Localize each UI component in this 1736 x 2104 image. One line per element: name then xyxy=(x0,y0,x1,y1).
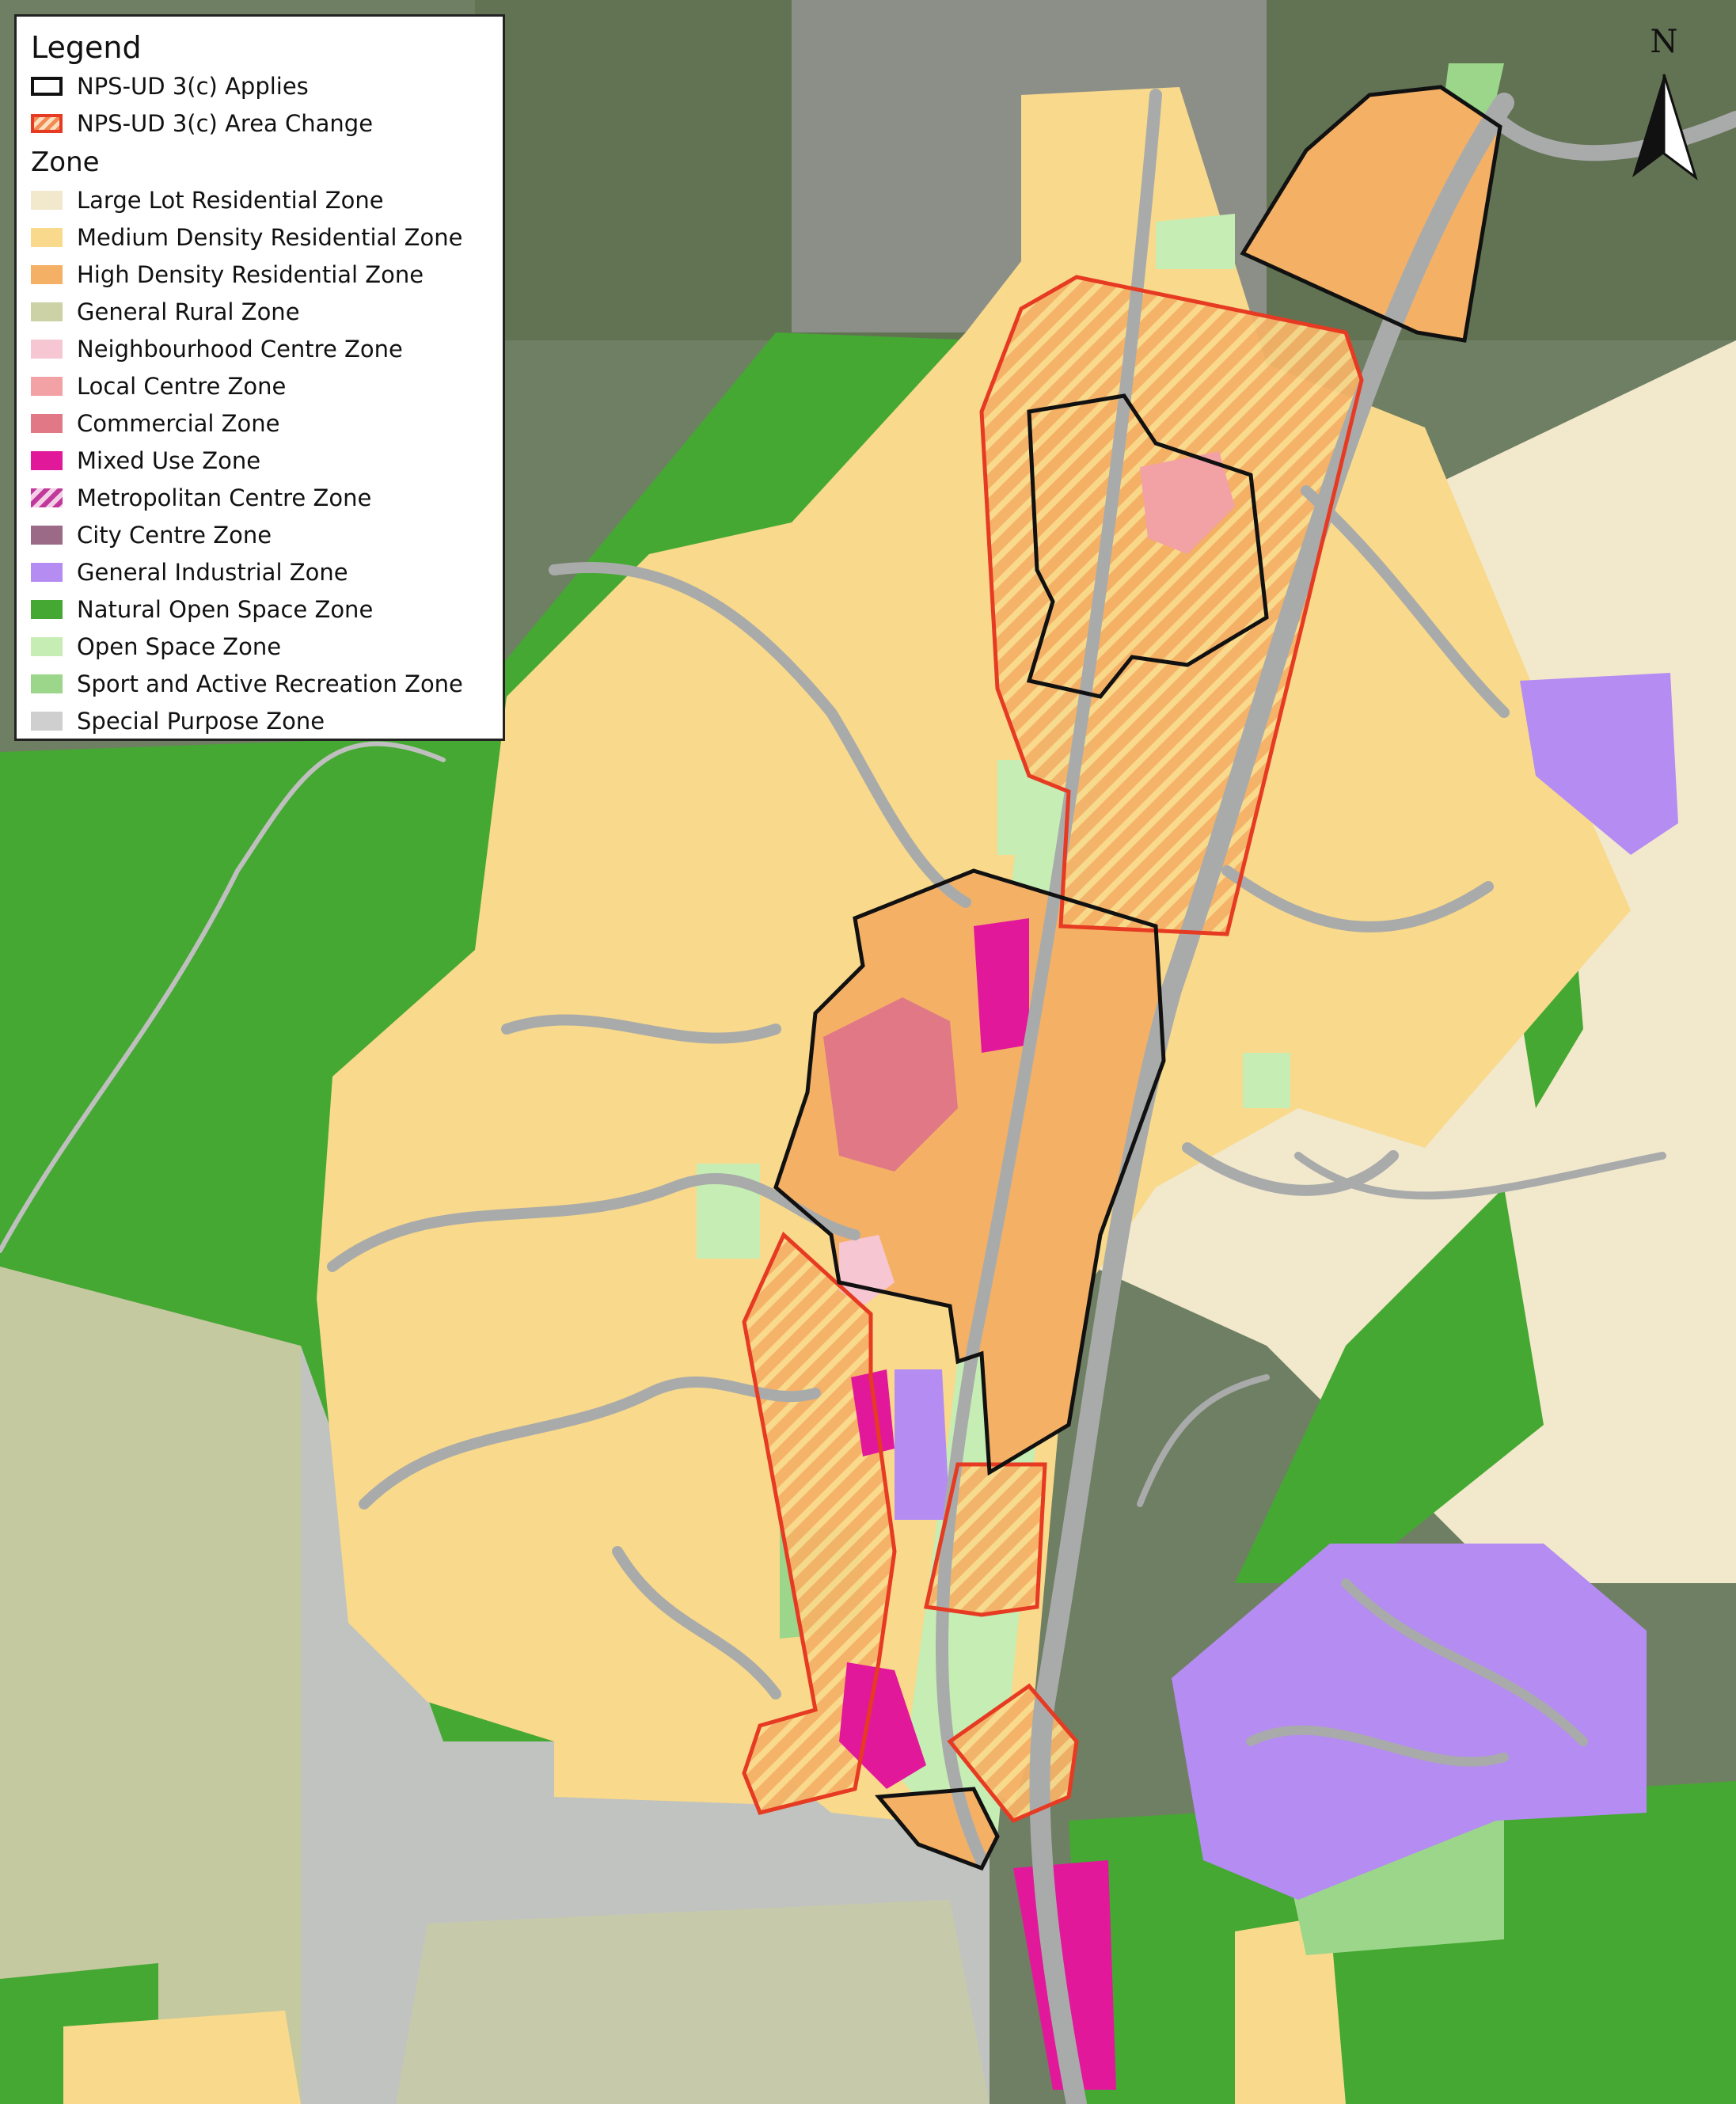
legend-zone-item: Sport and Active Recreation Zone xyxy=(31,665,488,702)
zone-swatch xyxy=(31,339,63,359)
legend-zone-item: High Density Residential Zone xyxy=(31,256,488,293)
legend-zone-label: Natural Open Space Zone xyxy=(77,595,374,623)
general-rural-south xyxy=(396,1900,990,2104)
legend-zone-label: High Density Residential Zone xyxy=(77,260,424,288)
zone-swatch xyxy=(31,488,63,507)
legend-zone-heading: Zone xyxy=(31,146,100,178)
legend-zone-item: General Rural Zone xyxy=(31,293,488,330)
zone-swatch xyxy=(31,711,63,731)
hatch-swatch xyxy=(31,113,63,133)
legend-zone-item: Local Centre Zone xyxy=(31,367,488,404)
zone-swatch xyxy=(31,450,63,470)
legend-zone-label: General Industrial Zone xyxy=(77,558,348,586)
general-rural-southwest xyxy=(0,1267,301,2104)
legend-item-applies: NPS-UD 3(c) Applies xyxy=(31,67,488,104)
zone-swatch xyxy=(31,562,63,582)
applies-outlines xyxy=(773,85,1502,1871)
legend-zone-label: Neighbourhood Centre Zone xyxy=(77,335,403,363)
legend-zone-item: Open Space Zone xyxy=(31,628,488,665)
legend-zone-item: Large Lot Residential Zone xyxy=(31,181,488,218)
general-industrial-east xyxy=(1520,673,1678,855)
legend-zone-item: Neighbourhood Centre Zone xyxy=(31,330,488,367)
general-industrial-centre xyxy=(895,1369,950,1520)
legend-zone-label: General Rural Zone xyxy=(77,298,300,325)
legend-zone-item: Medium Density Residential Zone xyxy=(31,218,488,256)
open-space-5 xyxy=(1243,1053,1290,1108)
legend-zone-label: Special Purpose Zone xyxy=(77,707,325,735)
zone-swatch xyxy=(31,599,63,619)
open-space-north xyxy=(1156,214,1235,269)
local-centre-north xyxy=(1140,451,1235,554)
zone-swatch xyxy=(31,302,63,321)
legend-zone-label: Commercial Zone xyxy=(77,409,280,437)
north-arrow-left-half xyxy=(1632,74,1664,177)
zone-swatch xyxy=(31,264,63,284)
legend-zone-item: General Industrial Zone xyxy=(31,553,488,591)
north-arrow: N xyxy=(1632,24,1698,180)
main-street xyxy=(936,89,1162,1867)
outline-swatch xyxy=(31,76,63,96)
legend-zone-label: Sport and Active Recreation Zone xyxy=(77,670,463,697)
legend-zone-label: City Centre Zone xyxy=(77,521,272,549)
legend-zone-item: Special Purpose Zone xyxy=(31,702,488,739)
map-legend: Legend NPS-UD 3(c) Applies NPS-UD 3(c) A… xyxy=(14,14,505,741)
legend-zone-label: Open Space Zone xyxy=(77,632,282,660)
legend-zone-label: Mixed Use Zone xyxy=(77,446,261,474)
legend-zone-label: Large Lot Residential Zone xyxy=(77,186,384,214)
zone-swatch xyxy=(31,674,63,693)
north-arrow-label: N xyxy=(1651,24,1678,60)
medium-density-sw xyxy=(63,2011,301,2104)
zone-swatch xyxy=(31,525,63,545)
general-industrial-se xyxy=(1172,1544,1647,1900)
legend-item-label: NPS-UD 3(c) Applies xyxy=(77,72,309,100)
legend-zone-list: Large Lot Residential Zone Medium Densit… xyxy=(31,181,488,739)
zone-swatch xyxy=(31,413,63,433)
legend-zone-label: Local Centre Zone xyxy=(77,372,287,400)
legend-zone-item: City Centre Zone xyxy=(31,516,488,553)
legend-zone-item: Natural Open Space Zone xyxy=(31,591,488,628)
legend-zone-label: Metropolitan Centre Zone xyxy=(77,484,372,511)
legend-title: Legend xyxy=(31,30,142,65)
north-arrow-right-half xyxy=(1662,74,1698,180)
mixed-use-2 xyxy=(851,1369,895,1456)
legend-zone-item: Mixed Use Zone xyxy=(31,442,488,479)
zone-swatch xyxy=(31,190,63,210)
commercial-centre xyxy=(823,997,958,1172)
legend-item-label: NPS-UD 3(c) Area Change xyxy=(77,109,374,137)
highway-north-spur xyxy=(1488,111,1736,161)
zone-swatch xyxy=(31,376,63,396)
neighbourhood-centre xyxy=(839,1235,895,1306)
legend-zone-item: Metropolitan Centre Zone xyxy=(31,479,488,516)
zone-swatch xyxy=(31,227,63,247)
legend-item-area-change: NPS-UD 3(c) Area Change xyxy=(31,104,488,142)
area-change-outlines xyxy=(742,275,1364,1824)
medium-density-south xyxy=(1235,1916,1346,2104)
zone-swatch xyxy=(31,636,63,656)
legend-zone-item: Commercial Zone xyxy=(31,404,488,442)
legend-zone-label: Medium Density Residential Zone xyxy=(77,223,463,251)
mixed-use-1 xyxy=(974,918,1029,1053)
natural-open-space-east xyxy=(1235,1187,1544,1583)
